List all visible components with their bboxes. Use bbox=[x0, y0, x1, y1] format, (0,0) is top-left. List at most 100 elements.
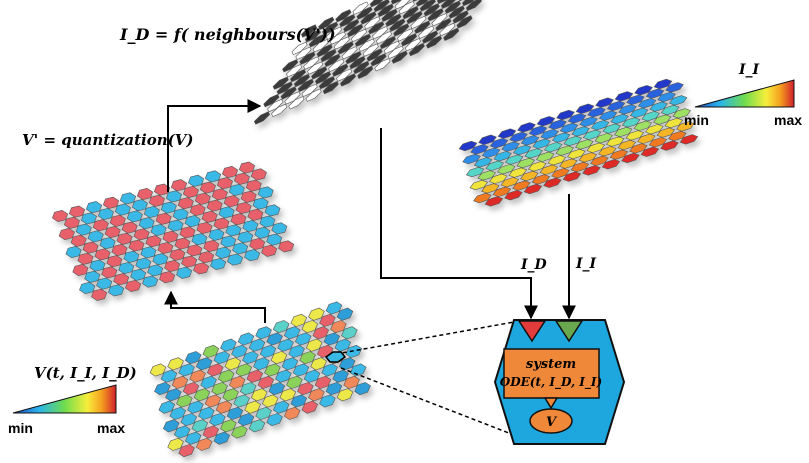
hex-cell bbox=[341, 46, 358, 60]
hex-cell bbox=[99, 237, 116, 250]
hex-cell bbox=[223, 195, 240, 208]
hex-cell bbox=[242, 351, 259, 365]
hex-cell bbox=[664, 117, 684, 129]
ii-scale-max: max bbox=[774, 112, 803, 128]
hex-cell bbox=[649, 101, 668, 112]
hex-cell bbox=[504, 154, 524, 165]
hex-cell bbox=[237, 231, 254, 244]
hex-cell bbox=[278, 240, 295, 253]
hex-cell bbox=[203, 239, 220, 253]
hex-cell bbox=[133, 228, 150, 241]
hex-cell bbox=[155, 212, 172, 225]
hex-cell bbox=[629, 143, 648, 154]
hex-cell bbox=[80, 212, 97, 225]
hex-cell bbox=[91, 288, 108, 301]
hex-cell bbox=[108, 284, 125, 297]
hex-cell bbox=[121, 221, 138, 234]
hex-cell bbox=[235, 363, 253, 377]
hex-cell bbox=[369, 0, 384, 8]
hex-cell bbox=[291, 41, 308, 55]
hex-cell bbox=[280, 86, 297, 100]
hex-cell bbox=[202, 344, 220, 358]
hex-cell bbox=[136, 187, 154, 201]
hex-cell bbox=[679, 134, 699, 145]
v-scale-max: max bbox=[97, 420, 126, 436]
hex-cell bbox=[272, 400, 290, 414]
output-triangle bbox=[543, 397, 559, 410]
hex-cell bbox=[92, 219, 109, 232]
hex-cell bbox=[221, 165, 239, 179]
hex-cell bbox=[164, 259, 181, 273]
hex-cell bbox=[65, 245, 82, 259]
hex-cell bbox=[194, 192, 211, 205]
hex-cell bbox=[492, 186, 512, 197]
hex-cell bbox=[325, 26, 343, 40]
hex-cell bbox=[459, 0, 463, 2]
hex-cell bbox=[415, 0, 429, 7]
hex-cell bbox=[567, 113, 587, 124]
hex-cell bbox=[303, 369, 321, 383]
hex-cell bbox=[182, 185, 199, 199]
arrow-bottom-to-mid bbox=[164, 290, 266, 323]
hex-cell bbox=[617, 139, 637, 151]
hex-cell bbox=[528, 125, 548, 136]
hex-cell bbox=[231, 425, 248, 439]
hex-cell bbox=[114, 203, 131, 216]
hex-cell bbox=[330, 320, 347, 334]
hex-cell bbox=[238, 161, 256, 174]
hex-cell bbox=[368, 21, 385, 35]
hex-cell bbox=[402, 6, 419, 20]
hex-cell bbox=[676, 121, 695, 132]
hex-cell bbox=[176, 266, 193, 279]
hex-cell bbox=[249, 237, 266, 251]
hex-cell bbox=[255, 406, 272, 420]
hex-cell bbox=[180, 413, 198, 427]
hex-cell bbox=[629, 107, 649, 118]
hex-cell bbox=[290, 394, 308, 408]
hex-cell bbox=[58, 227, 75, 241]
hex-cell bbox=[72, 263, 89, 277]
hex-cell bbox=[524, 148, 543, 159]
hex-cell bbox=[135, 257, 152, 270]
output-ellipse bbox=[529, 408, 573, 434]
hex-cell bbox=[621, 152, 640, 164]
node-output: V bbox=[546, 415, 558, 430]
hex-cell bbox=[239, 382, 257, 396]
quantization-equation: V' = quantization(V) bbox=[22, 131, 194, 149]
hex-cell bbox=[77, 252, 94, 265]
v-label: V(t, I_I, I_D) bbox=[34, 364, 137, 382]
hex-cell bbox=[532, 138, 551, 149]
hex-cell bbox=[89, 259, 106, 272]
hex-cell bbox=[289, 69, 307, 83]
hex-cell bbox=[257, 186, 274, 199]
hex-cell bbox=[301, 320, 319, 334]
hex-cell bbox=[272, 76, 289, 90]
hex-cell bbox=[668, 130, 687, 142]
hex-cell bbox=[167, 357, 184, 371]
hex-cell bbox=[508, 167, 528, 178]
hex-cell bbox=[248, 419, 266, 433]
hex-cell bbox=[418, 25, 435, 39]
hex-cell bbox=[222, 388, 239, 402]
node-line2: ODE(t, I_D, I_I) bbox=[500, 375, 602, 390]
hex-cell bbox=[140, 246, 157, 259]
hex-cell bbox=[493, 151, 512, 162]
hex-cell bbox=[118, 261, 135, 275]
hex-cell bbox=[216, 177, 233, 190]
hex-cell bbox=[478, 134, 497, 145]
hex-cell bbox=[512, 180, 531, 191]
hex-cell bbox=[138, 217, 155, 230]
hex-cell bbox=[587, 107, 606, 118]
hex-cell bbox=[165, 388, 182, 402]
hex-cell bbox=[193, 388, 211, 402]
hex-cell bbox=[462, 153, 481, 165]
dashed-connector-top bbox=[335, 321, 515, 355]
hex-cell bbox=[551, 132, 571, 143]
hex-cell bbox=[308, 34, 325, 48]
hex-cell bbox=[266, 413, 283, 427]
hex-cell bbox=[469, 179, 489, 191]
hex-cell bbox=[152, 253, 169, 266]
hex-cell bbox=[169, 406, 187, 420]
